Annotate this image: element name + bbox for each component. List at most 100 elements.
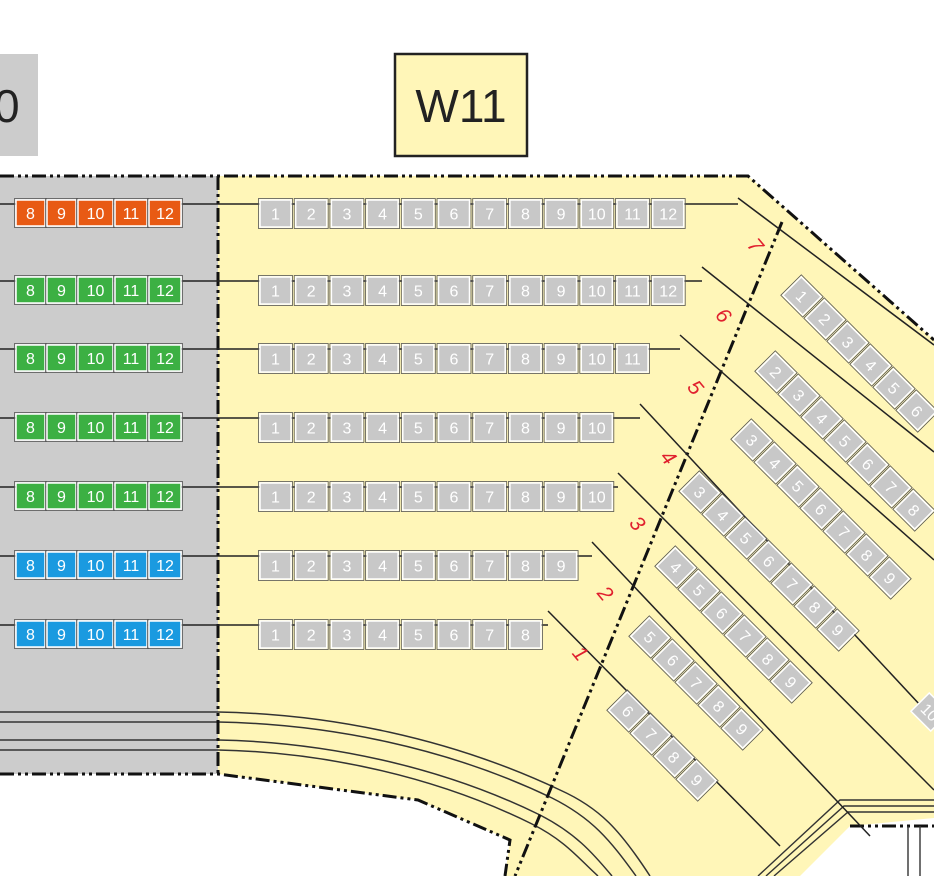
w11-seat-5[interactable]: 5 (400, 550, 436, 581)
w11-seat-2[interactable]: 2 (293, 198, 329, 229)
diagonal-seat-3[interactable]: 3 (678, 470, 722, 514)
diagonal-seat-6[interactable]: 6 (606, 689, 650, 733)
w11-seat-6[interactable]: 6 (436, 550, 472, 581)
w11-seat-11[interactable]: 11 (615, 343, 650, 374)
left-seat-10[interactable]: 10 (76, 275, 115, 305)
w11-seat-5[interactable]: 5 (400, 343, 436, 374)
left-seat-12[interactable]: 12 (147, 343, 183, 373)
diagonal-seat-3[interactable]: 3 (777, 373, 821, 417)
w11-seat-7[interactable]: 7 (472, 275, 508, 306)
w11-seat-1[interactable]: 1 (258, 343, 293, 374)
diagonal-seat-9[interactable]: 9 (769, 660, 813, 704)
w11-seat-1[interactable]: 1 (258, 481, 293, 512)
w11-seat-2[interactable]: 2 (293, 550, 329, 581)
left-seat-11[interactable]: 11 (113, 550, 149, 580)
diagonal-seat-5[interactable]: 5 (628, 615, 672, 659)
w11-seat-3[interactable]: 3 (329, 198, 365, 229)
w11-seat-4[interactable]: 4 (365, 619, 401, 650)
w11-seat-6[interactable]: 6 (436, 412, 472, 443)
w11-seat-9[interactable]: 9 (543, 481, 579, 512)
w11-seat-8[interactable]: 8 (507, 412, 543, 443)
w11-seat-9[interactable]: 9 (543, 198, 579, 229)
diagonal-seat-4[interactable]: 4 (753, 441, 797, 485)
diagonal-seat-5[interactable]: 5 (677, 568, 721, 612)
left-seat-11[interactable]: 11 (113, 481, 149, 511)
diagonal-seat-edge[interactable]: 10 (909, 691, 934, 733)
diagonal-seat-6[interactable]: 6 (651, 638, 695, 682)
diagonal-seat-2[interactable]: 2 (803, 297, 847, 341)
diagonal-seat-4[interactable]: 4 (701, 493, 745, 537)
left-seat-9[interactable]: 9 (45, 619, 78, 649)
w11-seat-9[interactable]: 9 (543, 275, 579, 306)
diagonal-seat-8[interactable]: 8 (746, 637, 790, 681)
w11-seat-8[interactable]: 8 (507, 481, 543, 512)
w11-seat-11[interactable]: 11 (615, 275, 650, 306)
w11-seat-10[interactable]: 10 (579, 275, 615, 306)
left-seat-8[interactable]: 8 (14, 343, 47, 373)
w11-seat-2[interactable]: 2 (293, 275, 329, 306)
left-seat-9[interactable]: 9 (45, 481, 78, 511)
diagonal-seat-5[interactable]: 5 (823, 419, 867, 463)
w11-seat-8[interactable]: 8 (507, 550, 543, 581)
diagonal-seat-1[interactable]: 1 (780, 274, 824, 318)
left-seat-10[interactable]: 10 (76, 550, 115, 580)
w11-seat-4[interactable]: 4 (365, 412, 401, 443)
diagonal-seat-7[interactable]: 7 (723, 614, 767, 658)
w11-seat-10[interactable]: 10 (579, 412, 615, 443)
diagonal-seat-7[interactable]: 7 (770, 562, 814, 606)
diagonal-seat-7[interactable]: 7 (674, 661, 718, 705)
diagonal-seat-4[interactable]: 4 (800, 396, 844, 440)
w11-seat-9[interactable]: 9 (543, 412, 579, 443)
diagonal-seat-8[interactable]: 8 (892, 488, 934, 532)
w11-seat-7[interactable]: 7 (472, 619, 508, 650)
diagonal-seat-7[interactable]: 7 (869, 465, 913, 509)
left-seat-9[interactable]: 9 (45, 412, 78, 442)
left-seat-12[interactable]: 12 (147, 619, 183, 649)
w11-seat-7[interactable]: 7 (472, 412, 508, 443)
left-seat-11[interactable]: 11 (113, 619, 149, 649)
w11-seat-1[interactable]: 1 (258, 412, 293, 443)
left-seat-10[interactable]: 10 (76, 343, 115, 373)
diagonal-seat-8[interactable]: 8 (697, 684, 741, 728)
left-seat-9[interactable]: 9 (45, 550, 78, 580)
w11-seat-10[interactable]: 10 (579, 481, 615, 512)
diagonal-seat-8[interactable]: 8 (652, 735, 696, 779)
diagonal-seat-6[interactable]: 6 (846, 442, 890, 486)
w11-seat-5[interactable]: 5 (400, 481, 436, 512)
left-seat-10[interactable]: 10 (76, 481, 115, 511)
left-seat-12[interactable]: 12 (147, 481, 183, 511)
left-seat-10[interactable]: 10 (76, 412, 115, 442)
diagonal-seat-9[interactable]: 9 (868, 556, 912, 600)
w11-seat-8[interactable]: 8 (507, 275, 543, 306)
w11-seat-6[interactable]: 6 (436, 198, 472, 229)
left-seat-11[interactable]: 11 (113, 198, 149, 228)
left-seat-8[interactable]: 8 (14, 412, 47, 442)
diagonal-seat-6[interactable]: 6 (700, 591, 744, 635)
diagonal-seat-5[interactable]: 5 (776, 464, 820, 508)
w11-seat-12[interactable]: 12 (650, 275, 686, 306)
w11-seat-2[interactable]: 2 (293, 619, 329, 650)
w11-seat-1[interactable]: 1 (258, 198, 293, 229)
w11-seat-8[interactable]: 8 (507, 198, 543, 229)
diagonal-seat-9[interactable]: 9 (816, 608, 860, 652)
diagonal-seat-3[interactable]: 3 (730, 418, 774, 462)
w11-seat-3[interactable]: 3 (329, 550, 365, 581)
diagonal-seat-8[interactable]: 8 (845, 533, 889, 577)
w11-seat-6[interactable]: 6 (436, 481, 472, 512)
left-seat-11[interactable]: 11 (113, 343, 149, 373)
left-seat-11[interactable]: 11 (113, 412, 149, 442)
diagonal-seat-9[interactable]: 9 (720, 707, 764, 751)
w11-seat-2[interactable]: 2 (293, 412, 329, 443)
left-seat-12[interactable]: 12 (147, 198, 183, 228)
diagonal-seat-5[interactable]: 5 (872, 366, 916, 410)
left-seat-11[interactable]: 11 (113, 275, 149, 305)
w11-seat-6[interactable]: 6 (436, 275, 472, 306)
w11-seat-3[interactable]: 3 (329, 343, 365, 374)
w11-seat-7[interactable]: 7 (472, 550, 508, 581)
w11-seat-12[interactable]: 12 (650, 198, 686, 229)
w11-seat-5[interactable]: 5 (400, 619, 436, 650)
diagonal-seat-5[interactable]: 5 (724, 516, 768, 560)
diagonal-seat-2[interactable]: 2 (754, 350, 798, 394)
diagonal-seat-8[interactable]: 8 (793, 585, 837, 629)
w11-seat-9[interactable]: 9 (543, 550, 579, 581)
